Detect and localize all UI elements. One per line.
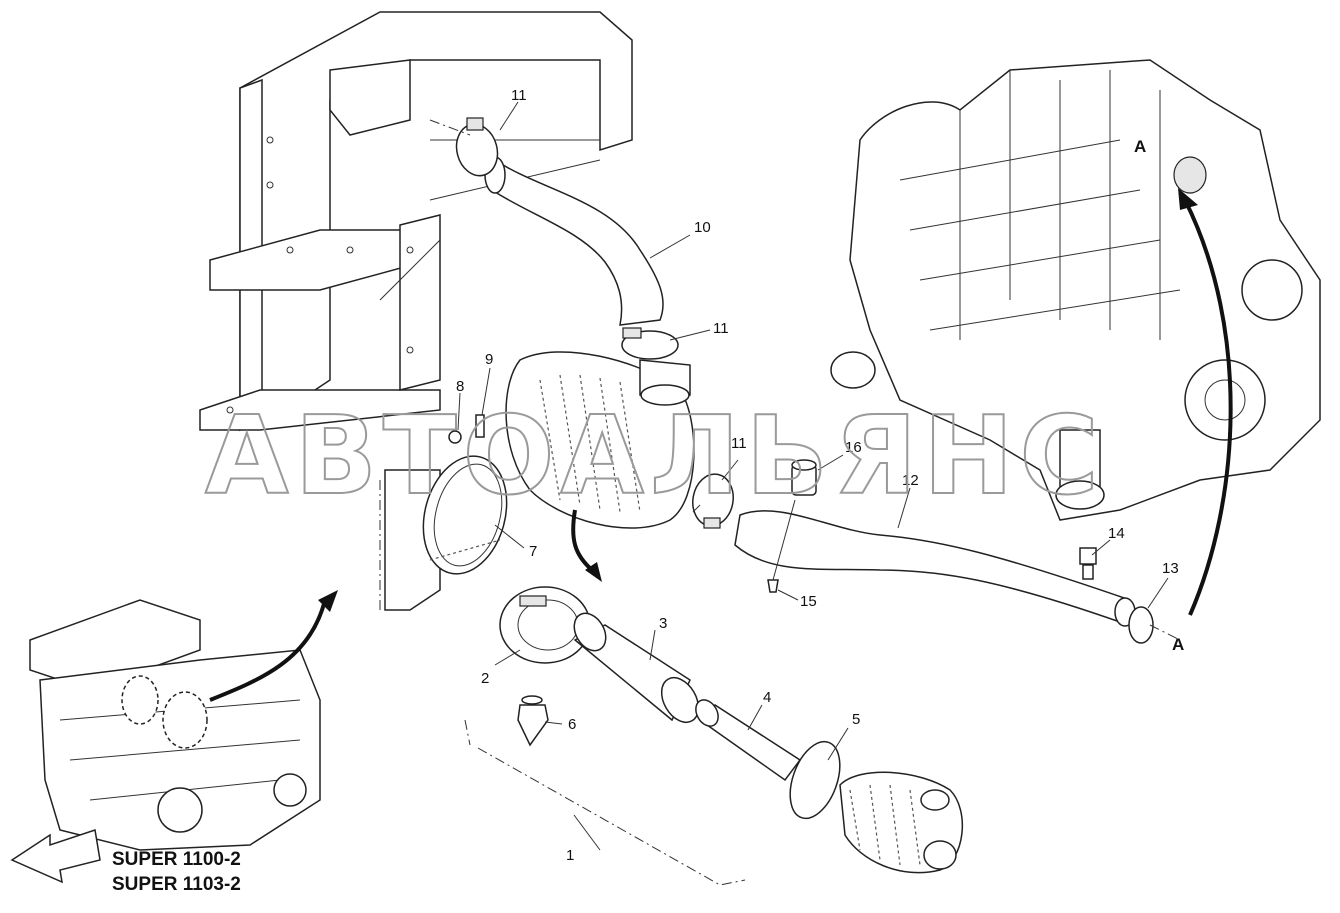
callout-8: 8 xyxy=(456,378,464,395)
callout-7: 7 xyxy=(529,543,537,560)
location-arrow xyxy=(209,599,327,702)
leader-lines xyxy=(379,101,1181,851)
filter-cover-2 xyxy=(499,586,591,664)
assembly-bracket-1 xyxy=(464,719,746,886)
model-label-1103: SUPER 1103-2 xyxy=(112,874,241,895)
clamp-13 xyxy=(1128,606,1154,644)
disassembly-arrow xyxy=(571,509,594,572)
mounting-band-7 xyxy=(384,455,508,611)
complete-air-filter xyxy=(839,771,963,874)
hose-10 xyxy=(484,156,664,326)
view-direction-arrow xyxy=(10,829,101,884)
callout-13: 13 xyxy=(1162,560,1179,577)
engine-block xyxy=(830,59,1321,521)
callout-16: 16 xyxy=(845,439,862,456)
reference-a-hose: A xyxy=(1172,635,1184,654)
dust-valve-6 xyxy=(517,695,549,747)
hose-clamp-middle xyxy=(621,327,679,360)
reference-a-engine: A xyxy=(1134,137,1146,156)
model-label-1100: SUPER 1100-2 xyxy=(112,849,241,870)
indicator-16 xyxy=(791,459,817,496)
hose-clamp-lower xyxy=(692,473,734,529)
main-filter-element-3 xyxy=(573,612,700,724)
callout-14: 14 xyxy=(1108,525,1125,542)
hose-12 xyxy=(734,510,1136,627)
safety-element-4 xyxy=(695,699,802,782)
callout-1: 1 xyxy=(566,847,574,864)
callout-5: 5 xyxy=(852,711,860,728)
air-filter-housing xyxy=(505,351,695,529)
watermark: АВТОАЛЬЯНС xyxy=(205,394,1105,519)
bolt-9 xyxy=(475,414,485,438)
callout-15: 15 xyxy=(800,593,817,610)
o-ring-5 xyxy=(789,740,841,820)
callout-11-upper: 11 xyxy=(511,87,527,104)
plug-15 xyxy=(767,499,796,593)
callout-4: 4 xyxy=(763,689,771,706)
callout-labels: 1 2 3 4 5 6 7 8 9 10 11 11 11 12 13 14 1… xyxy=(456,87,1184,864)
washer-8 xyxy=(448,430,462,444)
callout-12: 12 xyxy=(902,472,919,489)
callout-3: 3 xyxy=(659,615,667,632)
callout-2: 2 xyxy=(481,670,489,687)
mounting-frame xyxy=(199,11,633,432)
callout-11-middle: 11 xyxy=(713,320,729,337)
callout-11-lower: 11 xyxy=(731,435,747,452)
callout-6: 6 xyxy=(568,716,576,733)
hose-clamp-upper xyxy=(455,117,499,177)
paver-machine xyxy=(29,599,321,851)
callout-10: 10 xyxy=(694,219,711,236)
reference-arrow-a xyxy=(1183,199,1233,616)
sensor-14 xyxy=(1079,547,1097,580)
callout-9: 9 xyxy=(485,351,493,368)
